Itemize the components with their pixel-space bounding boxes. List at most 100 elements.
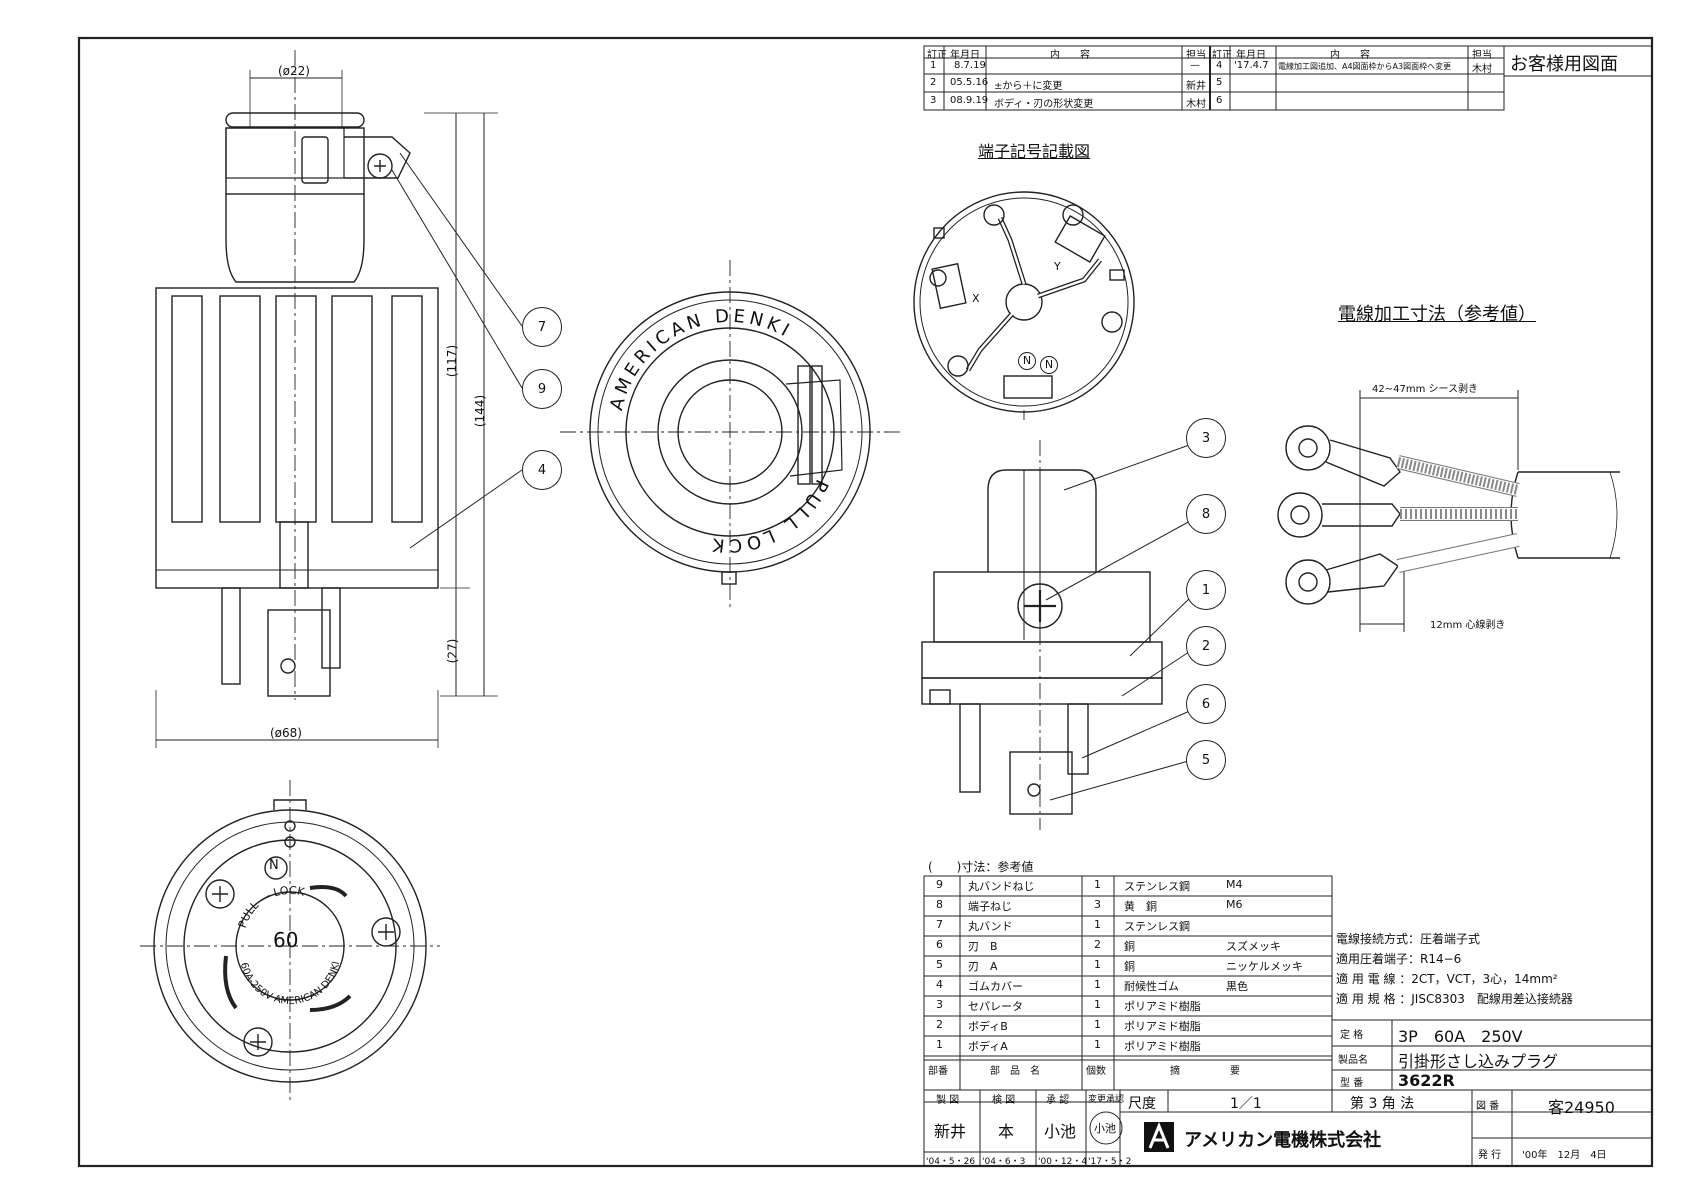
rating-value: 3P 60A 250V (1398, 1027, 1523, 1046)
change-date: '17・5・2 (1088, 1157, 1132, 1167)
parts-cell-name: ボディA (968, 1040, 1008, 1053)
parts-cell-material: 黄 銅 (1124, 900, 1157, 913)
rev-person: 木村 (1186, 99, 1206, 110)
rev-content: ボディ・刃の形状変更 (994, 99, 1094, 110)
core-dimension: 12mm 心線剥き (1430, 620, 1506, 631)
drawer-name: 新井 (934, 1122, 967, 1141)
parts-cell-material: 銅 (1124, 960, 1135, 973)
parts-cell-name: 刃 B (968, 940, 998, 953)
dim-diameter-68: (ø68) (270, 726, 302, 740)
projection-method: 第 3 角 法 (1350, 1096, 1415, 1112)
company-name: アメリカン電機株式会社 (1184, 1130, 1382, 1151)
face-arc-text-top: PULL — LOCK (236, 884, 307, 930)
drawing-number: 客24950 (1548, 1098, 1615, 1117)
rev-content: ±から＋に変更 (994, 81, 1063, 92)
rev-person: 新井 (1186, 81, 1206, 92)
parts-cell-no: 9 (936, 878, 943, 891)
face-n-mark: N (269, 858, 279, 873)
callout-2: 2 (1186, 626, 1226, 666)
parts-cell-name: 丸バンド (968, 920, 1013, 933)
rev-header-person-2: 担当 (1472, 50, 1492, 61)
parts-cell-remark: 黒色 (1226, 980, 1248, 993)
callout-8: 8 (1186, 494, 1226, 534)
rev-content: 電線加工図追加、A4図面枠からA3図面枠へ変更 (1278, 62, 1452, 71)
dim-diameter-22: (ø22) (278, 64, 310, 78)
rev-date: 08.9.19 (950, 95, 989, 106)
parts-cell-no: 5 (936, 958, 943, 971)
parts-cell-material: ステンレス鋼 (1124, 880, 1190, 893)
terminal-label-x: X (972, 292, 980, 305)
terminal-diagram-title: 端子記号記載図 (978, 142, 1091, 161)
wire-processing-drawing (1277, 390, 1620, 632)
scale-label: 尺度 (1128, 1096, 1156, 1112)
parts-cell-name: 刃 A (968, 960, 998, 973)
callout-3: 3 (1186, 418, 1226, 458)
scale-value: 1／1 (1230, 1096, 1262, 1112)
parts-cell-qty: 1 (1094, 1038, 1101, 1051)
rev-person: — (1190, 60, 1200, 71)
title-block-lines (923, 1019, 1653, 1167)
callout-6: 6 (1186, 684, 1226, 724)
callout-9: 9 (522, 369, 562, 409)
rev-header-person-1: 担当 (1186, 50, 1206, 61)
parts-cell-remark: スズメッキ (1226, 940, 1281, 953)
parts-cell-no: 7 (936, 918, 943, 931)
face-view-drawing (140, 780, 440, 1100)
parts-cell-qty: 1 (1094, 1018, 1101, 1031)
change-approver-stamp: 小池 (1094, 1122, 1116, 1135)
rev-mark: 5 (1216, 77, 1223, 88)
rating-label: 定 格 (1340, 1030, 1364, 1041)
rev-mark: 4 (1216, 60, 1223, 71)
rev-header-date-2: 年月日 (1236, 50, 1266, 61)
callout-4: 4 (522, 450, 562, 490)
front-view-drawing (155, 50, 523, 748)
parts-cell-name: セパレータ (968, 1000, 1023, 1013)
rev-mark: 3 (930, 95, 937, 106)
parts-footer-no: 部番 (928, 1066, 948, 1077)
parts-cell-qty: 1 (1094, 998, 1101, 1011)
model-value: 3622R (1398, 1071, 1455, 1090)
approver-name: 小池 (1044, 1122, 1077, 1141)
parts-cell-remark: ニッケルメッキ (1226, 960, 1303, 973)
product-name-value: 引掛形さし込みプラグ (1398, 1052, 1559, 1071)
drawing-number-label: 図 番 (1476, 1101, 1500, 1112)
rev-mark: 1 (930, 60, 937, 71)
parts-cell-qty: 1 (1094, 918, 1101, 931)
dim-144: (144) (473, 394, 488, 428)
parts-cell-remark: M4 (1226, 878, 1243, 891)
parts-cell-qty: 1 (1094, 878, 1101, 891)
drawer-label: 製 図 (936, 1095, 960, 1106)
terminal-label-n1: N (1018, 352, 1036, 370)
parts-cell-no: 6 (936, 938, 943, 951)
callout-1: 1 (1186, 570, 1226, 610)
approver-label: 承 認 (1046, 1095, 1070, 1106)
face-rating: 60 (273, 928, 299, 952)
parts-cell-name: 端子ねじ (968, 900, 1012, 913)
parts-cell-qty: 1 (1094, 978, 1101, 991)
parts-cell-no: 2 (936, 1018, 943, 1031)
reference-dimension-note: ( )寸法：参考値 (928, 860, 1034, 874)
issue-label: 発 行 (1478, 1150, 1502, 1161)
parts-footer-qty: 個数 (1086, 1066, 1106, 1077)
rev-header-content-1: 内 容 (1050, 50, 1090, 61)
parts-cell-material: ポリアミド樹脂 (1124, 1020, 1201, 1033)
side-view-drawing (921, 440, 1193, 830)
customer-drawing-label: お客様用図面 (1510, 54, 1618, 75)
parts-cell-name: ボディB (968, 1020, 1008, 1033)
parts-cell-name: ゴムカバー (968, 980, 1023, 993)
product-name-label: 製品名 (1338, 1055, 1368, 1066)
spec-standard: 適 用 規 格 ：JISC8303 配線用差込接続器 (1336, 992, 1573, 1006)
wire-processing-title: 電線加工寸法（参考値） (1338, 304, 1536, 325)
rev-header-content-2: 内 容 (1330, 50, 1370, 61)
parts-cell-material: ポリアミド樹脂 (1124, 1000, 1201, 1013)
rev-date: 05.5.16 (950, 77, 989, 88)
checker-label: 検 図 (992, 1095, 1016, 1106)
issue-date: '00年 12月 4日 (1522, 1150, 1607, 1161)
rev-header-fix-1: 訂正 (927, 50, 947, 61)
parts-cell-qty: 3 (1094, 898, 1101, 911)
parts-cell-name: 丸バンドねじ (968, 880, 1035, 893)
drawing-frame (77, 36, 1654, 1168)
check-date: '04・6・3 (982, 1157, 1026, 1167)
approve-date: '00・12・4 (1038, 1157, 1088, 1167)
rev-date: 8.7.19 (954, 60, 986, 71)
